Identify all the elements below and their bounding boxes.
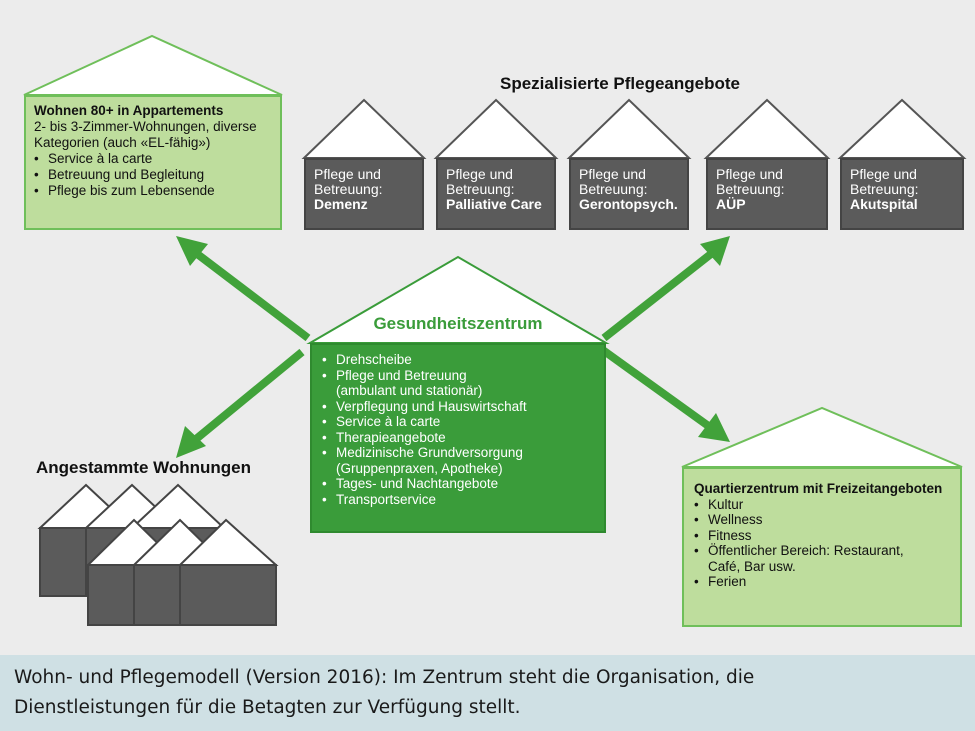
arrow-to-angestammte (187, 348, 305, 448)
arrowhead-quartier (698, 413, 730, 442)
care-line1: Pflege und (446, 166, 513, 182)
spezial-roofs (301, 98, 967, 159)
care-line1: Pflege und (850, 166, 917, 182)
center-list-item: Therapieangebote (322, 430, 594, 446)
quartier-title: Quartierzentrum mit Freizeitangeboten (694, 481, 943, 496)
arrows (187, 246, 719, 448)
center-list: Drehscheibe Pflege und Betreuung(ambulan… (322, 352, 594, 507)
spezial-house-aup: Pflege und Betreuung: AÜP (706, 158, 828, 230)
arrow-to-quartier (597, 344, 717, 434)
care-line2: Betreuung: (716, 181, 785, 197)
care-line2: Betreuung: (579, 181, 648, 197)
spezial-title: Spezialisierte Pflegeangebote (500, 74, 740, 93)
wohnen-box: Wohnen 80+ in Appartements 2- bis 3-Zimm… (24, 95, 282, 230)
care-line1: Pflege und (314, 166, 381, 182)
center-list-item: Verpflegung und Hauswirtschaft (322, 399, 594, 415)
center-list-item: Transportservice (322, 492, 594, 508)
center-list-item: Service à la carte (322, 414, 594, 430)
caption-bar: Wohn- und Pflegemodell (Version 2016): I… (0, 655, 975, 731)
quartier-list: Kultur Wellness Fitness Öffentlicher Ber… (694, 497, 950, 590)
care-line2: Betreuung: (850, 181, 919, 197)
wohnen-desc-line2: Kategorien (auch «EL-fähig») (34, 135, 211, 150)
quartier-list-item: Ferien (694, 574, 950, 590)
quartier-list-item: Öffentlicher Bereich: Restaurant,Café, B… (694, 543, 950, 574)
caption-text: Wohn- und Pflegemodell (Version 2016): I… (14, 667, 755, 718)
spezial-house-demenz: Pflege und Betreuung: Demenz (304, 158, 424, 230)
quartier-list-item: Fitness (694, 528, 950, 544)
care-name: Gerontopsych. (579, 196, 678, 212)
diagram-graphics (23, 34, 967, 626)
arrow-to-spezial (601, 246, 719, 342)
wohnen-title: Wohnen 80+ in Appartements (34, 103, 224, 118)
center-box: Drehscheibe Pflege und Betreuung(ambulan… (310, 343, 606, 533)
spezial-house-palliative: Pflege und Betreuung: Palliative Care (436, 158, 556, 230)
center-list-item: Medizinische Grundversorgung(Gruppenprax… (322, 445, 594, 476)
care-line2: Betreuung: (314, 181, 383, 197)
angestammte-title: Angestammte Wohnungen (36, 458, 252, 477)
care-name: AÜP (716, 196, 746, 212)
center-title: Gesundheitszentrum (373, 314, 543, 333)
quartier-list-item: Kultur (694, 497, 950, 513)
wohnen-roof (23, 34, 283, 96)
spezial-house-akutspital: Pflege und Betreuung: Akutspital (840, 158, 964, 230)
arrowhead-spezial (700, 236, 730, 266)
wohnen-list-item: Service à la carte (34, 151, 272, 167)
arrowhead-angestammte (176, 426, 206, 458)
wohnen-list-item: Betreuung und Begleitung (34, 167, 272, 183)
diagram-canvas: Wohnen 80+ in Appartements 2- bis 3-Zimm… (0, 0, 975, 655)
care-line1: Pflege und (579, 166, 646, 182)
care-line1: Pflege und (716, 166, 783, 182)
angestammte-houses-icon (37, 483, 279, 626)
wohnen-desc-line1: 2- bis 3-Zimmer-Wohnungen, diverse (34, 119, 257, 134)
care-name: Palliative Care (446, 196, 542, 212)
center-list-item: Drehscheibe (322, 352, 594, 368)
care-name: Akutspital (850, 196, 918, 212)
wohnen-list: Service à la carte Betreuung und Begleit… (34, 151, 272, 199)
arrowheads (176, 236, 730, 458)
center-list-item: Pflege und Betreuung(ambulant und statio… (322, 368, 594, 399)
quartier-list-item: Wellness (694, 512, 950, 528)
care-name: Demenz (314, 196, 368, 212)
center-list-item: Tages- und Nachtangebote (322, 476, 594, 492)
quartier-box: Quartierzentrum mit Freizeitangeboten Ku… (682, 467, 962, 627)
wohnen-list-item: Pflege bis zum Lebensende (34, 183, 272, 199)
arrowhead-wohnen (176, 236, 208, 266)
care-line2: Betreuung: (446, 181, 515, 197)
arrow-to-wohnen (189, 246, 311, 342)
spezial-house-gerontopsych: Pflege und Betreuung: Gerontopsych. (569, 158, 689, 230)
